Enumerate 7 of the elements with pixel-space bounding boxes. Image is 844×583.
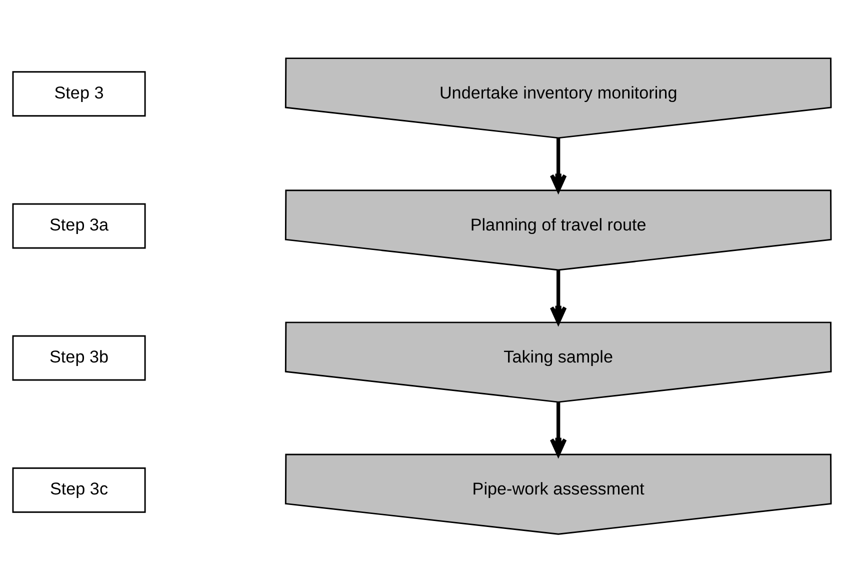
node-box: Step 3b xyxy=(12,334,146,380)
arrow xyxy=(550,402,567,456)
node-box: Step 3a xyxy=(12,202,146,248)
arrow xyxy=(550,137,567,192)
node-box: Step 3 xyxy=(12,70,146,116)
arrow xyxy=(550,270,567,324)
node-box: Step 3c xyxy=(12,466,146,512)
